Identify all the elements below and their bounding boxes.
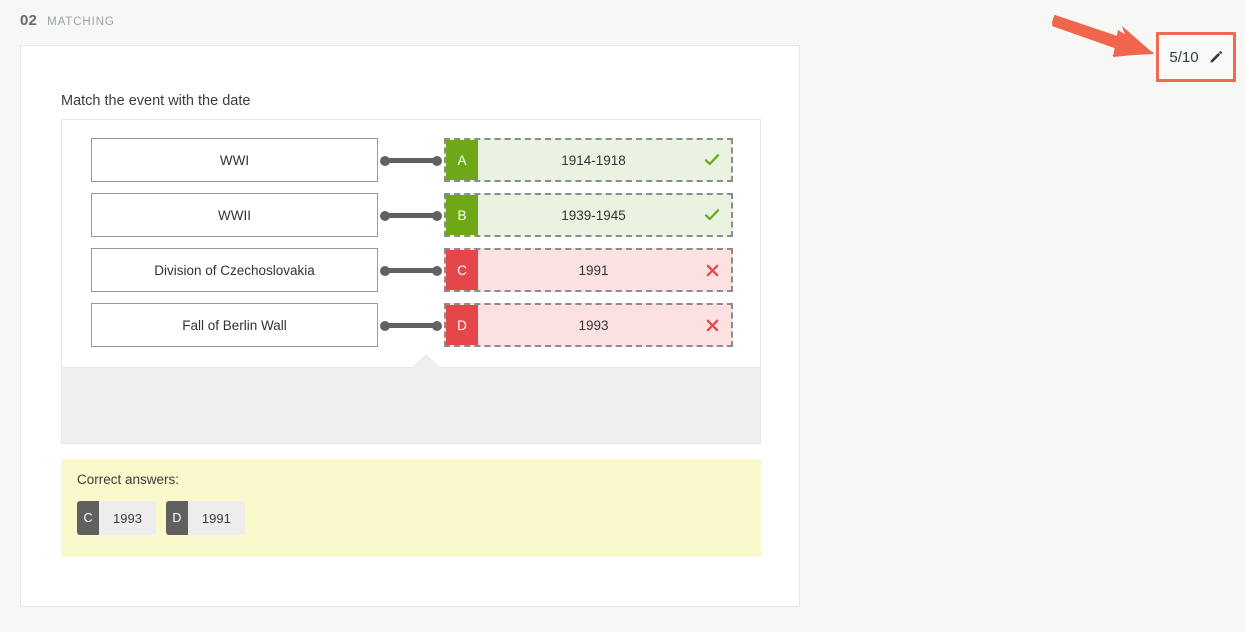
question-card: Match the event with the date WWI A 1914… [20, 45, 800, 607]
connector-line [384, 213, 438, 218]
cross-icon [703, 305, 721, 345]
connector-dot-right [432, 265, 442, 276]
match-row: WWII B 1939-1945 [62, 193, 760, 237]
match-connector [378, 303, 444, 347]
match-letter-badge: A [446, 140, 478, 180]
match-right-item[interactable]: D 1993 [444, 303, 733, 347]
chip-value: 1993 [99, 501, 156, 535]
match-row: WWI A 1914-1918 [62, 138, 760, 182]
match-left-item[interactable]: WWII [91, 193, 378, 237]
match-right-item[interactable]: C 1991 [444, 248, 733, 292]
connector-dot-right [432, 155, 442, 166]
correct-answer-chip: C 1993 [77, 501, 156, 535]
question-prompt: Match the event with the date [61, 93, 251, 109]
connector-dot-right [432, 320, 442, 331]
connector-dot-right [432, 210, 442, 221]
score-value: 5/10 [1169, 48, 1199, 66]
cross-icon [703, 250, 721, 290]
match-row: Fall of Berlin Wall D 1993 [62, 303, 760, 347]
matching-rows: WWI A 1914-1918 WWII [62, 120, 760, 367]
match-left-item[interactable]: Division of Czechoslovakia [91, 248, 378, 292]
connector-line [384, 158, 438, 163]
match-row: Division of Czechoslovakia C 1991 [62, 248, 760, 292]
correct-answers-box: Correct answers: C 1993 D 1991 [61, 459, 761, 557]
connector-line [384, 268, 438, 273]
match-connector [378, 193, 444, 237]
correct-answers-label: Correct answers: [77, 472, 180, 487]
question-header: 02 MATCHING [20, 12, 115, 29]
matching-panel-footer [62, 354, 760, 443]
chip-value: 1991 [187, 501, 245, 535]
pencil-icon[interactable] [1208, 50, 1223, 65]
match-answer-text: 1993 [578, 317, 609, 333]
correct-answer-chip: D 1991 [165, 501, 245, 535]
chip-letter: D [165, 501, 188, 535]
match-connector [378, 138, 444, 182]
footer-notch-icon [411, 354, 441, 368]
match-letter-badge: B [446, 195, 478, 235]
score-box[interactable]: 5/10 [1156, 32, 1236, 82]
question-number: 02 [20, 12, 38, 29]
match-right-item[interactable]: A 1914-1918 [444, 138, 733, 182]
correct-answer-chips: C 1993 D 1991 [77, 501, 745, 535]
match-answer-text: 1939-1945 [561, 207, 626, 223]
match-left-item[interactable]: WWI [91, 138, 378, 182]
chip-letter: C [77, 501, 99, 535]
check-icon [703, 140, 721, 180]
check-icon [703, 195, 721, 235]
match-answer-text: 1991 [578, 262, 609, 278]
match-connector [378, 248, 444, 292]
annotation-arrow-icon [1051, 14, 1154, 57]
match-answer-text: 1914-1918 [561, 152, 626, 168]
question-type: MATCHING [47, 16, 115, 28]
match-letter-badge: D [446, 305, 478, 345]
connector-line [384, 323, 438, 328]
match-left-item[interactable]: Fall of Berlin Wall [91, 303, 378, 347]
matching-panel: WWI A 1914-1918 WWII [61, 119, 761, 444]
match-letter-badge: C [446, 250, 478, 290]
match-right-item[interactable]: B 1939-1945 [444, 193, 733, 237]
